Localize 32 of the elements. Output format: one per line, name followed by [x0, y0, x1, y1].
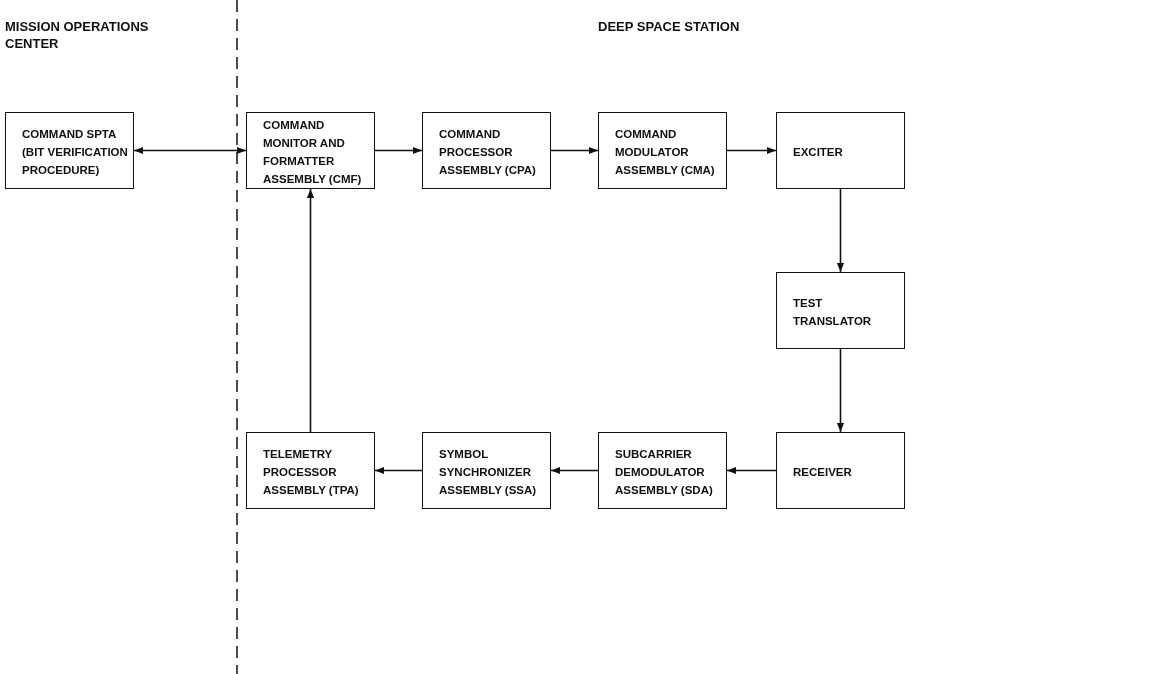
process-box — [5, 112, 134, 189]
process-box — [246, 112, 375, 189]
process-box — [598, 432, 727, 509]
box-label: TELEMETRY PROCESSOR ASSEMBLY (TPA) — [263, 447, 359, 496]
box-label: RECEIVER — [793, 465, 852, 478]
box-label: COMMAND MONITOR AND FORMATTER ASSEMBLY (CMF) — [263, 118, 362, 185]
process-box — [422, 432, 551, 509]
arrow — [726, 146, 777, 155]
process-box — [776, 432, 905, 509]
box-label: COMMAND MODULATOR ASSEMBLY (CMA) — [615, 127, 715, 176]
process-box — [598, 112, 727, 189]
process-box — [246, 432, 375, 509]
section-heading: MISSION OPERATIONS CENTER — [5, 18, 150, 52]
section-heading: DEEP SPACE STATION — [598, 18, 741, 35]
arrow — [836, 188, 845, 273]
arrow — [306, 188, 315, 433]
arrow — [550, 466, 599, 475]
process-box — [776, 272, 905, 349]
process-box — [776, 112, 905, 189]
box-label: TEST TRANSLATOR — [793, 296, 872, 327]
box-label: EXCITER — [793, 145, 843, 158]
arrow — [374, 466, 423, 475]
box-label: SUBCARRIER DEMODULATOR ASSEMBLY (SDA) — [615, 447, 713, 496]
arrow — [133, 146, 247, 155]
process-box — [422, 112, 551, 189]
arrow — [836, 348, 845, 433]
box-label: COMMAND SPTA (BIT VERIFICATION PROCEDURE) — [22, 127, 128, 176]
arrow — [374, 146, 423, 155]
arrow — [726, 466, 777, 475]
arrow — [550, 146, 599, 155]
box-label: SYMBOL SYNCHRONIZER ASSEMBLY (SSA) — [439, 447, 537, 496]
box-label: COMMAND PROCESSOR ASSEMBLY (CPA) — [439, 127, 536, 176]
